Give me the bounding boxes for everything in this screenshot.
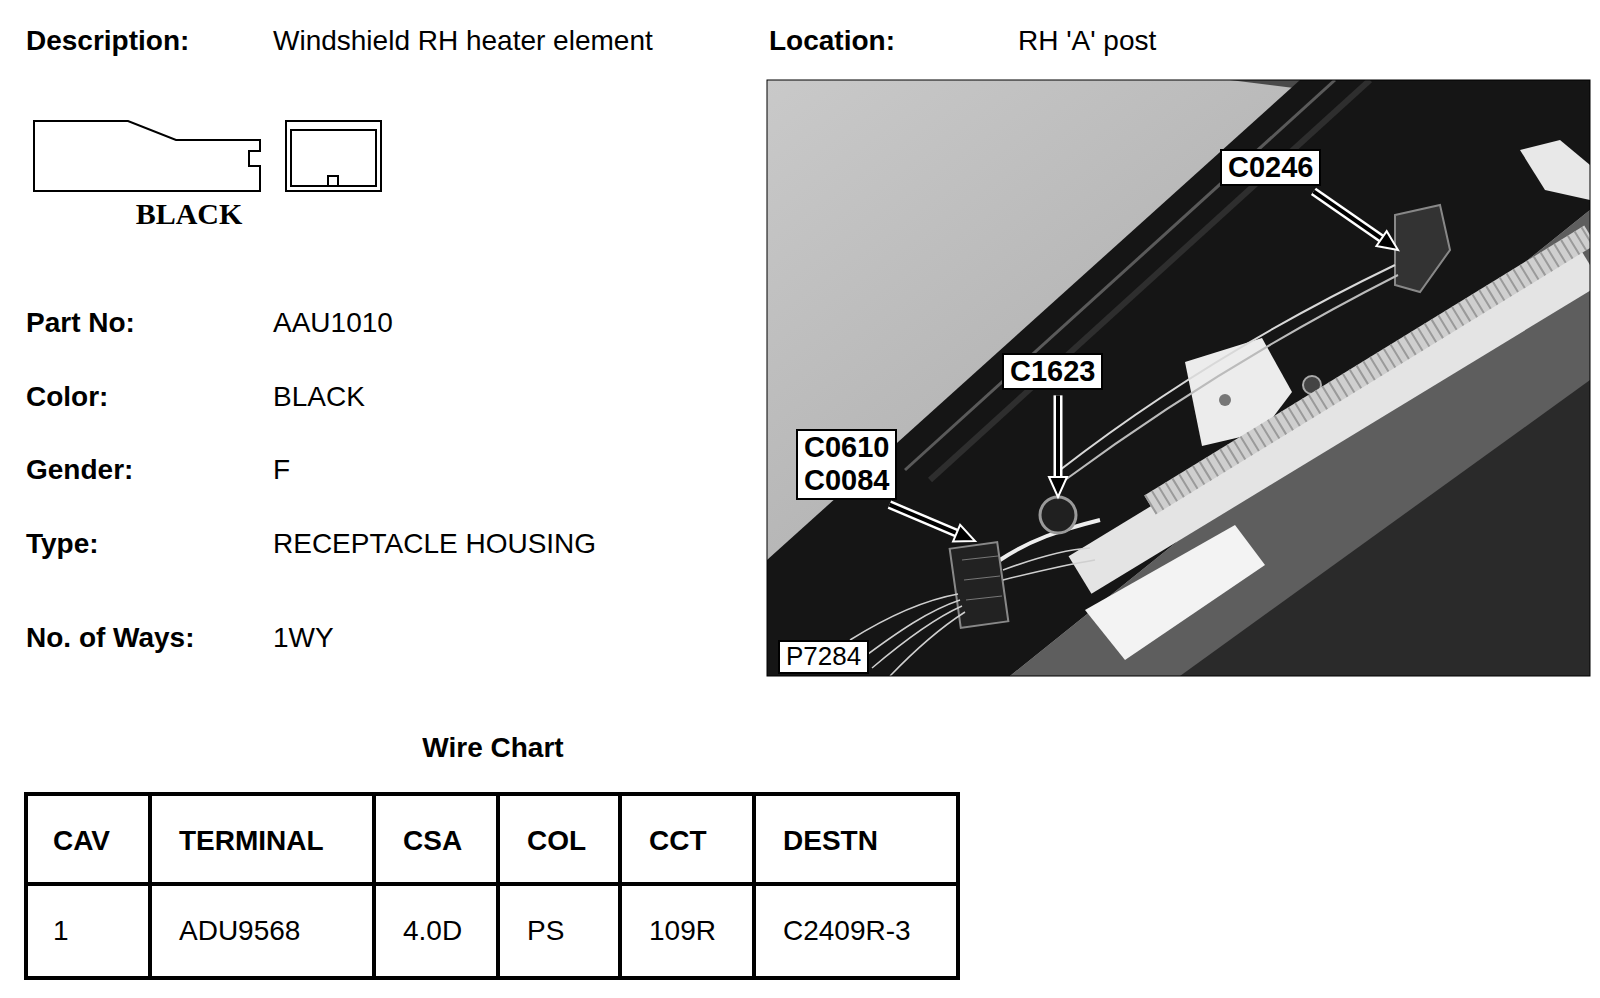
photo-background bbox=[767, 80, 1590, 676]
harness-label-sheet bbox=[1085, 525, 1265, 660]
connector-c0610-c0084 bbox=[950, 542, 1009, 628]
arrow-halo bbox=[1313, 191, 1381, 238]
housing-end-inner bbox=[291, 130, 376, 186]
connector-c1623 bbox=[1040, 497, 1076, 533]
housing-latch bbox=[328, 176, 338, 186]
drawing-label: BLACK bbox=[136, 196, 243, 232]
arrow-head bbox=[1376, 231, 1398, 250]
housing-end-view bbox=[286, 121, 381, 191]
table-title: Wire Chart bbox=[422, 731, 563, 765]
field-label: Color: bbox=[26, 380, 108, 414]
field-label: Gender: bbox=[26, 453, 133, 487]
arrow-head bbox=[953, 525, 975, 542]
arrow-head bbox=[1049, 477, 1067, 497]
callout-box: C0246 bbox=[1220, 149, 1321, 186]
conduit-ribs bbox=[1150, 235, 1590, 505]
table-cell: ADU9568 bbox=[179, 914, 300, 948]
connector-callout: C1623 bbox=[1010, 355, 1095, 388]
field-value: 1WY bbox=[273, 621, 334, 655]
table-header: CSA bbox=[403, 824, 462, 858]
wire-bundle bbox=[850, 548, 1095, 676]
bracket-hole bbox=[1219, 394, 1231, 406]
field-label: No. of Ways: bbox=[26, 621, 195, 655]
table-header: CAV bbox=[53, 824, 110, 858]
table-header: CCT bbox=[649, 824, 707, 858]
table-cell: PS bbox=[527, 914, 564, 948]
wire bbox=[1065, 275, 1398, 480]
table-header: TERMINAL bbox=[179, 824, 324, 858]
body-panel bbox=[1010, 210, 1590, 676]
table-header: COL bbox=[527, 824, 586, 858]
leader-arrow bbox=[1056, 395, 1060, 477]
field-value: RECEPTACLE HOUSING bbox=[273, 527, 596, 561]
callout-box: C1623 bbox=[1002, 353, 1103, 390]
taped-harness bbox=[1080, 265, 1590, 575]
table-cell: 109R bbox=[649, 914, 716, 948]
table-cell: 4.0D bbox=[403, 914, 462, 948]
photo-number: P7284 bbox=[786, 642, 861, 672]
field-value: RH 'A' post bbox=[1018, 24, 1156, 58]
a-pillar-trim bbox=[767, 80, 1590, 676]
arrow-halo bbox=[889, 505, 956, 533]
location-photo bbox=[767, 80, 1590, 676]
photo-frame bbox=[767, 80, 1590, 676]
field-value: Windshield RH heater element bbox=[273, 24, 653, 58]
wire bbox=[1060, 265, 1395, 470]
arrow-halo bbox=[1054, 395, 1063, 477]
field-label: Type: bbox=[26, 527, 99, 561]
table-cell: 1 bbox=[53, 914, 69, 948]
connector-callout: C0610 bbox=[804, 431, 889, 464]
field-value: F bbox=[273, 453, 290, 487]
field-value: BLACK bbox=[273, 380, 365, 414]
callout-arrows bbox=[889, 191, 1398, 541]
field-value: AAU1010 bbox=[273, 306, 393, 340]
field-label: Description: bbox=[26, 24, 189, 58]
callout-box: C0610C0084 bbox=[796, 429, 897, 500]
connector-drawing bbox=[34, 121, 381, 191]
photo-number-box: P7284 bbox=[778, 640, 869, 674]
leader-arrow bbox=[1313, 191, 1381, 238]
leader-arrow bbox=[889, 505, 956, 533]
field-label: Part No: bbox=[26, 306, 135, 340]
connector-callout: C0084 bbox=[804, 464, 889, 497]
clip bbox=[1520, 140, 1590, 200]
housing-side-view bbox=[34, 121, 260, 191]
table-header: DESTN bbox=[783, 824, 878, 858]
connector-callout: C0246 bbox=[1228, 151, 1313, 184]
pillar-edge bbox=[905, 80, 1335, 470]
field-label: Location: bbox=[769, 24, 895, 58]
wire-chart-grid bbox=[26, 794, 958, 978]
table-cell: C2409R-3 bbox=[783, 914, 911, 948]
connector-c0246 bbox=[1395, 205, 1450, 292]
conduit bbox=[1150, 235, 1590, 505]
